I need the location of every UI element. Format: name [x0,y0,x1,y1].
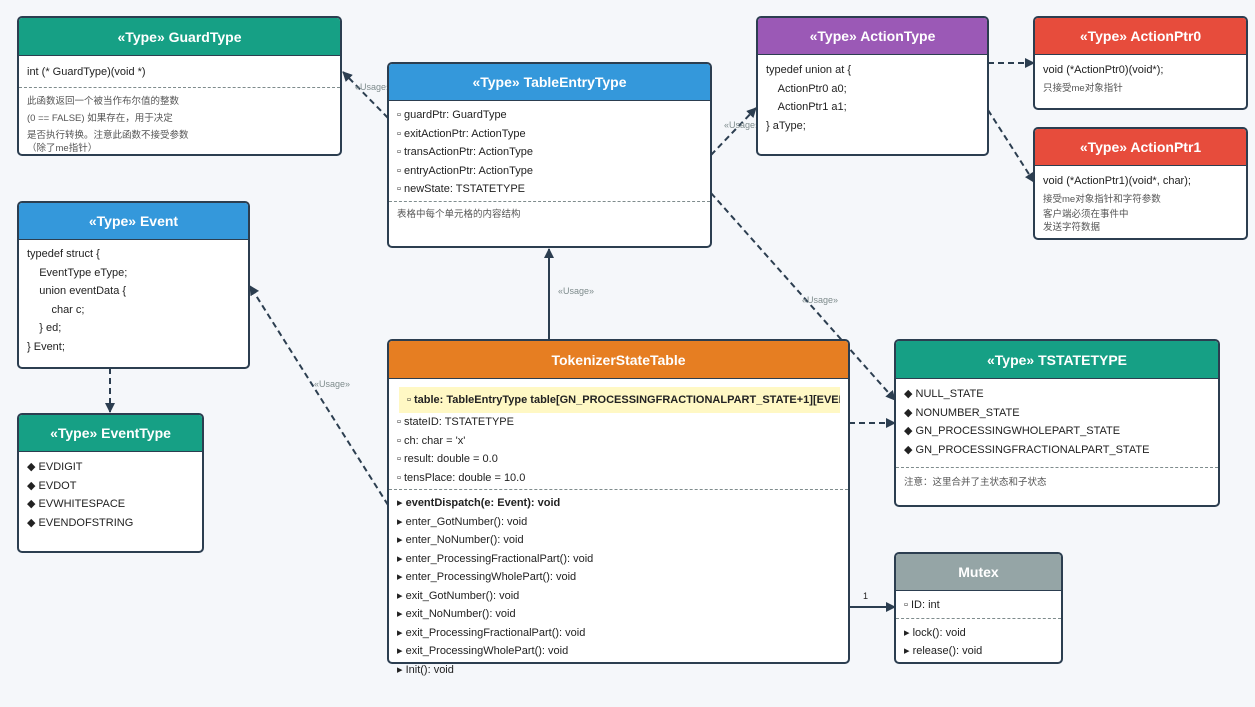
edge-entry-action [710,107,757,156]
actionptr1-title: «Type» ActionPtr1 [1035,129,1246,166]
actionptr1-note-3: 发送字符数据 [1043,221,1101,233]
usage-label-entry: «Usage» [558,286,595,296]
tstatetype-note: 注意：这里合并了主状态和子状态 [904,477,1047,488]
tstatetype-item-nonumber: ◆ NONUMBER_STATE [904,406,1020,419]
tst-method-enter-processingfractionalpart: ▸ enter_ProcessingFractionalPart(): void [397,552,594,565]
actiontype-box[interactable]: «Type» ActionType typedef union at { Act… [756,16,989,156]
event-line-1: typedef struct { [27,248,100,260]
tokenizerstatetable-box[interactable]: TokenizerStateTable ▫ table: TableEntryT… [387,339,850,676]
tstatetype-box[interactable]: «Type» TSTATETYPE ◆ NULL_STATE ◆ NONUMBE… [894,339,1220,507]
guardtype-note-4: （除了me指针） [27,142,98,154]
actiontype-line-2: ActionPtr0 a0; [766,82,847,95]
tst-method-eventdispatch: ▸ eventDispatch(e: Event): void [397,497,561,509]
event-line-4: char c; [27,303,85,316]
actionptr0-field: void (*ActionPtr0)(void*); [1043,64,1164,76]
edge-entry-tstate [710,192,896,401]
tst-method-exit-processingwholepart: ▸ exit_ProcessingWholePart(): void [397,645,569,657]
entry-field-transactionptr: ▫ transActionPtr: ActionType [397,146,533,158]
tst-method-enter-nonumber: ▸ enter_NoNumber(): void [397,534,524,546]
tstatetype-item-fractionalpart: ◆ GN_PROCESSINGFRACTIONALPART_STATE [904,443,1150,456]
tstatetype-title: «Type» TSTATETYPE [896,341,1218,379]
event-line-6: } Event; [27,340,65,353]
tokenizerstatetable-title: TokenizerStateTable [389,341,848,379]
tst-method-enter-processingwholepart: ▸ enter_ProcessingWholePart(): void [397,571,577,583]
mutex-field-id: ▫ ID: int [904,599,940,611]
entry-field-guardptr: ▫ guardPtr: GuardType [397,109,507,121]
mutex-title: Mutex [896,554,1061,591]
actionptr0-title: «Type» ActionPtr0 [1035,18,1246,55]
tst-field-stateid: ▫ stateID: TSTATETYPE [397,416,514,428]
tst-method-exit-nonumber: ▸ exit_NoNumber(): void [397,608,516,620]
edge-tst-event [249,285,389,506]
tableentrytype-box[interactable]: «Type» TableEntryType ▫ guardPtr: GuardT… [387,62,712,248]
actionptr1-field: void (*ActionPtr1)(void*, char); [1043,175,1191,187]
guardtype-title: «Type» GuardType [19,18,340,56]
event-line-5: } ed; [27,322,62,334]
tst-field-tensplace: ▫ tensPlace: double = 10.0 [397,471,526,484]
eventtype-item-evwhitespace: ◆ EVWHITESPACE [27,498,126,510]
eventtype-item-evendofstring: ◆ EVENDOFSTRING [27,516,134,529]
usage-label-action: «Usage» [724,120,761,130]
actionptr0-note: 只接受me对象指针 [1043,82,1123,94]
actiontype-line-4: } aType; [766,119,806,132]
entry-field-newstate: ▫ newState: TSTATETYPE [397,183,525,195]
usage-label-tstate: «Usage» [802,295,839,305]
eventtype-box[interactable]: «Type» EventType ◆ EVDIGIT ◆ EVDOT ◆ EVW… [17,413,204,553]
actionptr1-box[interactable]: «Type» ActionPtr1 void (*ActionPtr1)(voi… [1033,127,1248,240]
tstatetype-item-wholepart: ◆ GN_PROCESSINGWHOLEPART_STATE [904,425,1121,437]
entry-field-entryactionptr: ▫ entryActionPtr: ActionType [397,164,533,177]
eventtype-title: «Type» EventType [19,415,202,452]
tst-field-ch: ▫ ch: char = 'x' [397,434,466,447]
mutex-method-release: ▸ release(): void [904,645,983,657]
eventtype-item-evdot: ◆ EVDOT [27,479,77,492]
guardtype-field: int (* GuardType)(void *) [27,66,146,78]
actionptr1-note-2: 客户端必须在事件中 [1043,208,1129,220]
tst-method-exit-processingfractionalpart: ▸ exit_ProcessingFractionalPart(): void [397,626,586,639]
mutex-box[interactable]: Mutex ▫ ID: int ▸ lock(): void ▸ release… [894,552,1063,664]
mutex-method-lock: ▸ lock(): void [904,626,966,639]
entry-note: 表格中每个单元格的内容结构 [397,208,521,220]
actiontype-line-1: typedef union at { [766,64,852,76]
actionptr1-note-1: 接受me对象指针和字符参数 [1043,193,1161,205]
edge-entry-guard [342,71,389,119]
actionptr0-box[interactable]: «Type» ActionPtr0 void (*ActionPtr0)(voi… [1033,16,1248,110]
guardtype-box[interactable]: «Type» GuardType int (* GuardType)(void … [17,16,342,156]
tst-field-result: ▫ result: double = 0.0 [397,453,498,465]
event-box[interactable]: «Type» Event typedef struct { EventType … [17,201,250,369]
event-title: «Type» Event [19,203,248,240]
event-line-2: EventType eType; [27,266,128,279]
usage-label-guard: «Usage» [355,82,392,92]
actiontype-title: «Type» ActionType [758,18,987,55]
tst-method-exit-gotnumber: ▸ exit_GotNumber(): void [397,589,520,602]
tableentrytype-title: «Type» TableEntryType [389,64,710,101]
multiplicity-label: 1 [863,591,869,601]
tst-method-enter-gotnumber: ▸ enter_GotNumber(): void [397,515,528,528]
tst-method-init: ▸ Init(): void [397,663,454,676]
edge-action-ptr1 [987,109,1035,183]
eventtype-item-evdigit: ◆ EVDIGIT [27,461,83,473]
tstatetype-item-null: ◆ NULL_STATE [904,388,984,400]
guardtype-note-2: (0 == FALSE) 如果存在，用于决定 [27,112,173,124]
usage-label-event: «Usage» [314,379,351,389]
event-line-3: union eventData { [27,285,127,297]
actiontype-line-3: ActionPtr1 a1; [766,101,847,113]
entry-field-exitactionptr: ▫ exitActionPtr: ActionType [397,127,526,140]
guardtype-note-3: 是否执行转换。注意此函数不接受参数 [27,129,189,141]
tst-field-table: ▫ table: TableEntryType table[GN_PROCESS… [399,387,840,413]
guardtype-note-1: 此函数返回一个被当作布尔值的整数 [27,95,180,107]
